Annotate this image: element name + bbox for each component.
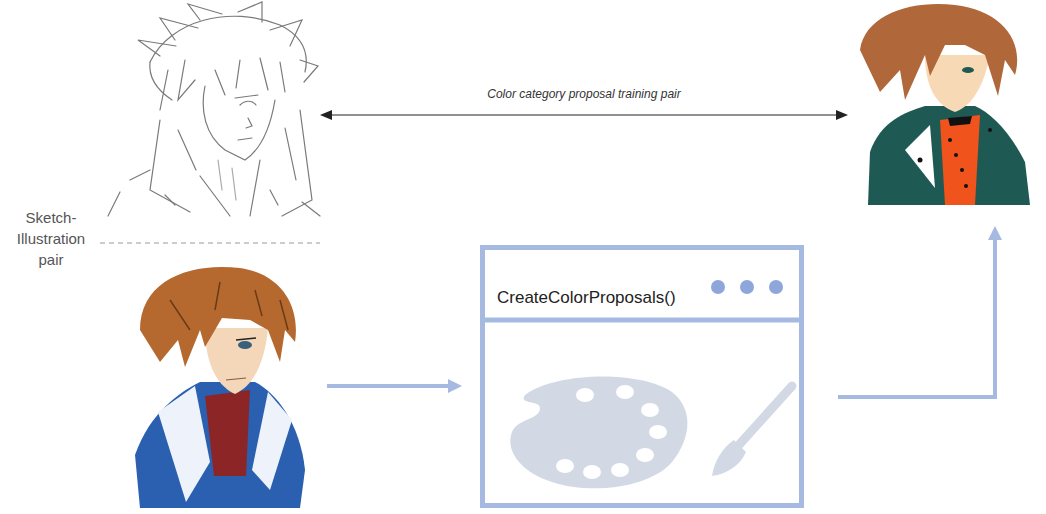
- pair-arrow: [320, 110, 848, 120]
- brush-icon: [712, 386, 792, 476]
- arrow-label: Color category proposal training pair: [414, 86, 754, 102]
- flow-arrow: [838, 226, 1002, 397]
- title-bar-divider: [482, 318, 802, 323]
- pair-label: Sketch-Illustration pair: [4, 207, 98, 270]
- function-name: CreateColorProposals(): [497, 288, 676, 308]
- sketch-image: [108, 2, 320, 216]
- illustration-image: [135, 267, 305, 508]
- palette-icon: [510, 377, 687, 489]
- color-proposal-image: [860, 4, 1030, 205]
- flow-arrow: [327, 379, 462, 393]
- pair-divider: [100, 243, 320, 244]
- window-dots: [711, 280, 783, 294]
- function-window: CreateColorProposals(): [480, 245, 804, 508]
